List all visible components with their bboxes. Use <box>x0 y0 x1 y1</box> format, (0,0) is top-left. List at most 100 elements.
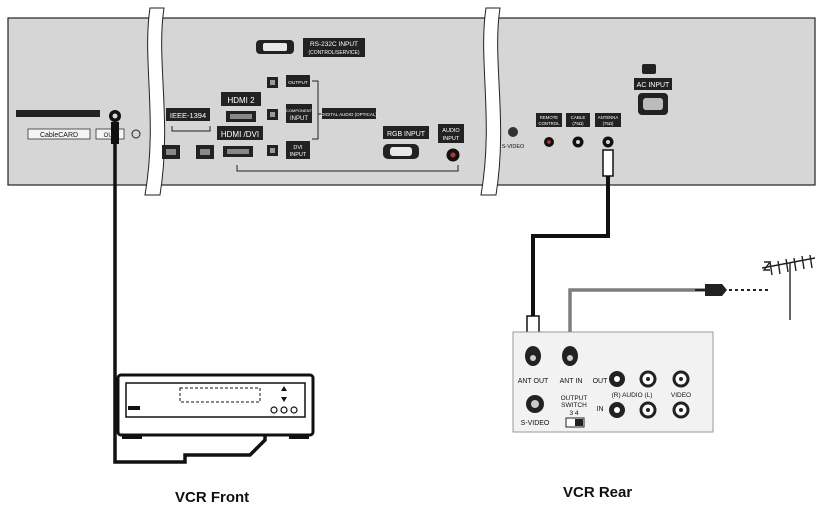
hdmi2-port-inner-icon <box>230 114 252 119</box>
cable-in-label-2: (75Ω) <box>572 121 584 126</box>
tv-panel-body <box>7 17 816 186</box>
hdmi2-label-box <box>221 92 261 106</box>
vcr-front <box>116 373 315 439</box>
vcr-front-inner <box>125 382 306 418</box>
rs232c-sublabel: (CONTROL/SERVICE) <box>308 50 359 56</box>
antenna-in-label-1: ANTENNA <box>598 115 619 120</box>
audio-input-label-2: INPUT <box>443 136 460 142</box>
vcr-front-button-1-icon <box>270 406 278 414</box>
rgb-input-label-box <box>383 126 429 139</box>
output-switch-label-2: SWITCH <box>561 402 587 409</box>
dvi-input-label-2: INPUT <box>290 152 307 158</box>
digital-audio-label-box <box>322 108 376 119</box>
hdmi-dvi-label: HDMI /DVI <box>221 130 259 139</box>
rf-out-jack-core-icon <box>112 113 118 119</box>
vcr-front-button-2-icon <box>280 406 288 414</box>
rgb-bracket <box>236 165 459 172</box>
vcr-control-down-icon <box>281 397 287 402</box>
ac-plug-icon <box>642 64 656 74</box>
output-switch-channels: 3 4 <box>569 410 578 417</box>
ieee1394-port-2-inner-icon <box>200 149 210 155</box>
hdmi-dvi-label-box <box>217 126 263 140</box>
remote-control-label-1: REMOTE <box>540 115 559 120</box>
card-port-box <box>95 128 125 140</box>
video-out-jack-core-icon <box>679 377 683 381</box>
component-input-label-small: COMPONENT <box>286 108 313 113</box>
ac-input-label: AC INPUT <box>637 82 670 89</box>
component-input-port-inner-icon <box>270 112 275 117</box>
hdmi-dvi-port-inner-icon <box>227 149 249 154</box>
ieee1394-label-box <box>166 108 210 121</box>
ant-in-jack-core-icon <box>567 355 573 361</box>
vcr-foot-left <box>122 435 142 439</box>
remote-control-jack-core-icon <box>547 140 551 144</box>
output-switch-knob-icon <box>575 419 583 426</box>
optical-output-port-inner-icon <box>270 80 275 85</box>
audio-input-label-box <box>438 124 464 143</box>
rgb-input-label: RGB INPUT <box>387 131 426 138</box>
antenna-in-label-2: (75Ω) <box>603 121 614 126</box>
audio-r-out-jack-core-icon <box>614 376 620 382</box>
ant-out-label: ANT OUT <box>518 378 549 385</box>
antenna-in-label-box <box>595 113 621 127</box>
cable-plug-antenna-icon <box>602 149 614 177</box>
audio-l-in-jack-core-icon <box>646 408 650 412</box>
svideo-rear-label: S-VIDEO <box>521 420 550 427</box>
cable-in-label-1: CABLE <box>571 115 586 120</box>
card-port-label: OUT <box>104 133 117 139</box>
optical-output-label: OUTPUT <box>288 80 308 86</box>
ant-in-label: ANT IN <box>560 378 583 385</box>
digital-audio-label: DIGITAL AUDIO (OPTICAL) <box>321 112 377 117</box>
ant-out-jack-core-icon <box>530 355 536 361</box>
output-switch-label-1: OUTPUT <box>561 395 588 402</box>
audio-input-jack-core-icon <box>450 152 456 158</box>
antenna-plug-icon <box>705 284 727 296</box>
dvi-audio-port-inner-icon <box>270 148 275 153</box>
audio-l-out-jack-core-icon <box>646 377 650 381</box>
small-port-icon <box>131 129 141 139</box>
svideo-rear-jack-core-icon <box>531 400 539 408</box>
ac-input-label-box <box>634 78 672 90</box>
rs232c-label-box <box>303 38 365 57</box>
svideo-label: S-VIDEO <box>502 144 525 150</box>
optical-output-label-box <box>286 75 310 87</box>
audio-input-label-1: AUDIO <box>442 128 460 134</box>
antenna-in-jack-core-icon <box>606 140 610 144</box>
svideo-jack-icon <box>508 127 518 137</box>
rs232c-port-inner-icon <box>263 43 287 51</box>
rgb-port-inner-icon <box>390 147 412 156</box>
vcr-front-caption: VCR Front <box>175 489 250 506</box>
component-input-label-box <box>286 104 312 123</box>
hdmi2-label: HDMI 2 <box>227 96 255 105</box>
cable-in-label-box <box>566 113 590 127</box>
audio-r-in-jack-core-icon <box>614 407 620 413</box>
ieee1394-bracket <box>171 126 211 132</box>
optical-bracket <box>312 80 322 140</box>
remote-control-label-box <box>536 113 562 127</box>
cablecard-label: CableCARD <box>40 132 78 139</box>
cable-tv-to-vcr-ant-out <box>531 176 610 316</box>
vcr-front-button-3-icon <box>290 406 298 414</box>
cablecard-label-box <box>27 128 91 140</box>
out-label: OUT <box>593 378 609 385</box>
cable-tv-to-vcr-front <box>113 122 267 464</box>
cassette-slot-icon <box>179 387 261 403</box>
tv-rear-panel: CableCARD OUT RS-232C INPUT (CONTROL/SER… <box>7 7 816 196</box>
video-in-jack-core-icon <box>679 408 683 412</box>
ieee1394-port-1-inner-icon <box>166 149 176 155</box>
panel-break-right <box>480 7 502 196</box>
panel-break-left <box>144 7 166 196</box>
cable-in-jack-core-icon <box>576 140 580 144</box>
dvi-input-label-box <box>286 141 310 159</box>
rs232c-label: RS-232C INPUT <box>310 41 358 48</box>
in-label: IN <box>597 406 604 413</box>
cablecard-slot <box>16 110 100 117</box>
video-label: VIDEO <box>671 392 691 399</box>
ac-socket-inner-icon <box>643 98 663 110</box>
vcr-control-up-icon <box>281 386 287 391</box>
ieee1394-label: IEEE-1394 <box>170 111 206 120</box>
vcr-rear-caption: VCR Rear <box>563 484 633 501</box>
vcr-logo-icon <box>128 406 140 410</box>
antenna-icon <box>761 254 816 320</box>
